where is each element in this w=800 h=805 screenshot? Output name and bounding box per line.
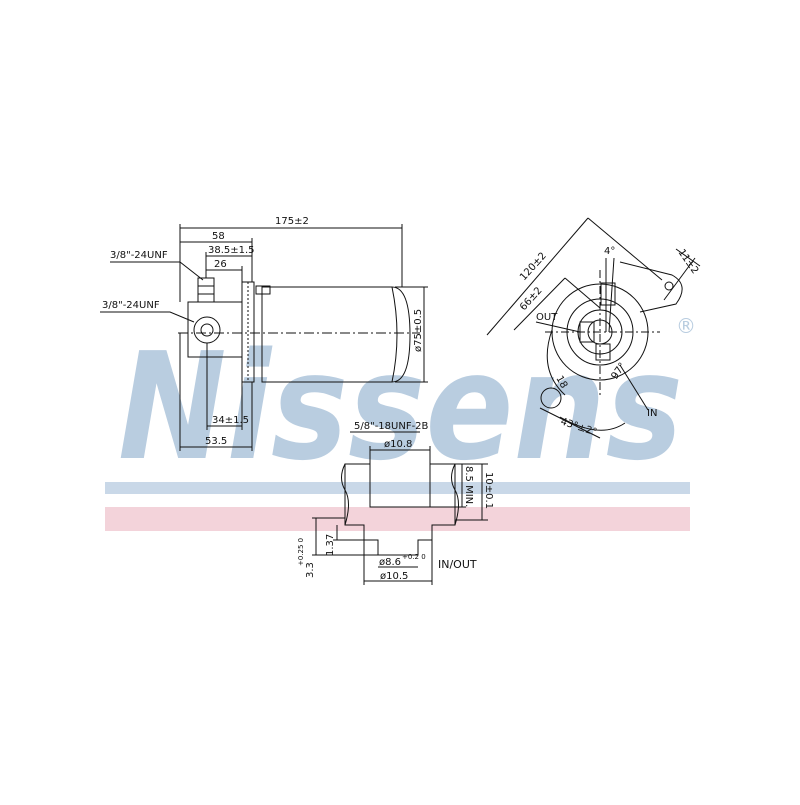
sight-glass-stub [255,285,271,295]
out-label: OUT [536,312,558,323]
depth-10: 10±0.1 [483,472,494,509]
watermark: Nissens ® [105,314,696,531]
angle-4-line-2 [608,257,615,333]
dim-43-line [539,407,601,439]
watermark-band-blue [105,482,690,494]
dia-10-5: ø10.5 [380,571,408,582]
body-end-cap [391,286,398,383]
watermark-band-pink [105,507,690,531]
dim-53-5: 53.5 [205,436,227,447]
arc-left [546,329,566,396]
end-view [486,217,701,439]
side-port-inner [200,323,214,337]
head-block [187,301,243,358]
receiver-body [261,286,411,383]
out-leader [535,321,581,333]
radius-66: 66±2 [518,285,545,313]
mounting-ear [619,261,683,313]
dim-58: 58 [212,231,225,242]
side-view [100,224,428,451]
port-thread: 5/8"-18UNF-2B [354,421,429,432]
radius-120-line [486,217,589,336]
dia-10-8: ø10.8 [384,439,412,450]
ear-hole [664,281,674,291]
in-leader [619,364,649,411]
radius-120: 120±2 [518,251,549,283]
bottom-fitting [540,387,562,409]
end-top-boss [600,282,616,306]
end-bottom-boss [595,343,611,361]
in-label: IN [647,408,657,419]
dim-11-ext [675,248,701,267]
tol-3-3: +0.25 0 [297,538,305,566]
radius-66-line [513,277,566,331]
dim-11: 11±2 [676,247,701,276]
registered-mark: ® [676,314,696,338]
dim-overall-length: 175±2 [275,216,309,227]
radius-66-ext [564,277,601,309]
port-detail [312,431,488,585]
leader-side-thread [100,311,195,323]
dim-26: 26 [214,259,227,270]
port-left-break [341,463,349,526]
port-right-break [451,463,459,526]
dim-34: 34±1.5 [212,415,249,426]
dia-8-6: ø8.6 [379,557,401,568]
watermark-text: Nissens [118,321,683,493]
dim-3-3: 3.3 [305,562,316,578]
angle-4: 4° [604,246,615,257]
dim-1-37: 1.37 [325,534,336,556]
leader-top-thread [110,261,204,281]
arc-43 [559,416,626,431]
port-label: IN/OUT [438,558,477,571]
dim-38-5: 38.5±1.5 [208,245,255,256]
top-fitting [197,277,215,303]
radius-120-ext [587,217,663,281]
dim-11-line [663,257,696,301]
port-top-thread: 3/8"-24UNF [110,250,168,261]
port-side-thread: 3/8"-24UNF [102,300,160,311]
tol-8-6: +0.2 0 [402,553,426,561]
depth-8-5: 8.5 MIN. [463,466,474,507]
dim-diameter: ø75±0.5 [413,309,424,352]
